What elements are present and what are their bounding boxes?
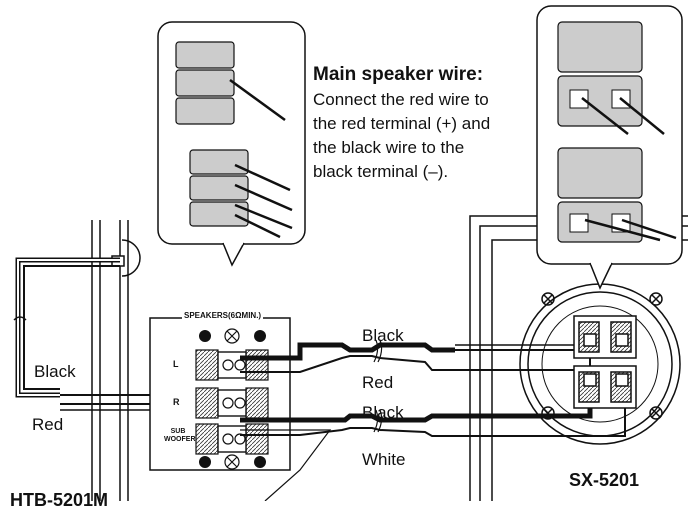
caption-line-2: the red terminal (+) and <box>313 114 491 133</box>
caption-line-3: the black wire to the <box>313 138 465 157</box>
wire-label-bottom-black: Black <box>362 403 404 422</box>
wire-label-top-black: Black <box>362 326 404 345</box>
right-detail-callout <box>536 5 683 290</box>
wire-label-top-red: Red <box>362 373 394 392</box>
caption-title: Main speaker wire: <box>313 64 484 85</box>
panel-row-r: R <box>173 397 180 407</box>
wire-label-left-red: Red <box>32 415 64 434</box>
panel-row-l: L <box>173 359 179 369</box>
left-detail-callout <box>157 21 306 267</box>
panel-row-sub: SUB WOOFER <box>164 428 196 443</box>
right-speaker <box>469 215 688 501</box>
panel-header: SPEAKERS(6ΩMIN.) <box>182 311 264 320</box>
model-label-right: SX-5201 <box>569 470 640 490</box>
caption-line-1: Connect the red wire to <box>313 90 489 109</box>
wire-label-left-black: Black <box>34 362 76 382</box>
main-speaker-wires <box>240 336 626 501</box>
wire-label-bottom-white: White <box>362 450 406 469</box>
caption-line-4: black terminal (–). <box>313 162 449 181</box>
speaker-terminal-panel <box>149 317 291 471</box>
